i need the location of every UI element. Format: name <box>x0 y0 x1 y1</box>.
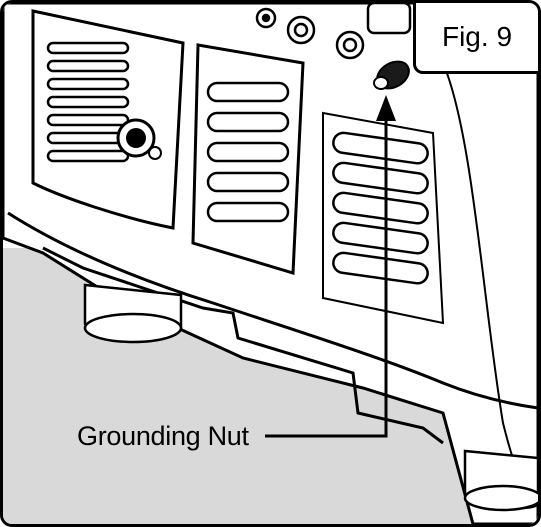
middle-panel <box>191 43 305 275</box>
fuel-cap <box>116 118 162 160</box>
right-vent-panel <box>322 111 445 325</box>
grounding-nut <box>373 60 410 90</box>
callout-arrow-icon <box>376 95 396 121</box>
left-vents <box>46 41 130 163</box>
generator-illustration <box>3 3 538 524</box>
base-skirt-lower <box>42 246 444 445</box>
right-vents <box>332 131 429 285</box>
right-foot <box>463 449 538 512</box>
callout-label: Grounding Nut <box>77 421 249 451</box>
base-skirt <box>7 211 538 410</box>
left-foot <box>83 283 183 344</box>
figure-label: Fig. 9 <box>413 3 538 74</box>
callout-leader-line <box>265 113 388 438</box>
middle-vents <box>206 81 290 223</box>
left-panel <box>31 9 185 230</box>
top-outlets <box>255 3 412 60</box>
